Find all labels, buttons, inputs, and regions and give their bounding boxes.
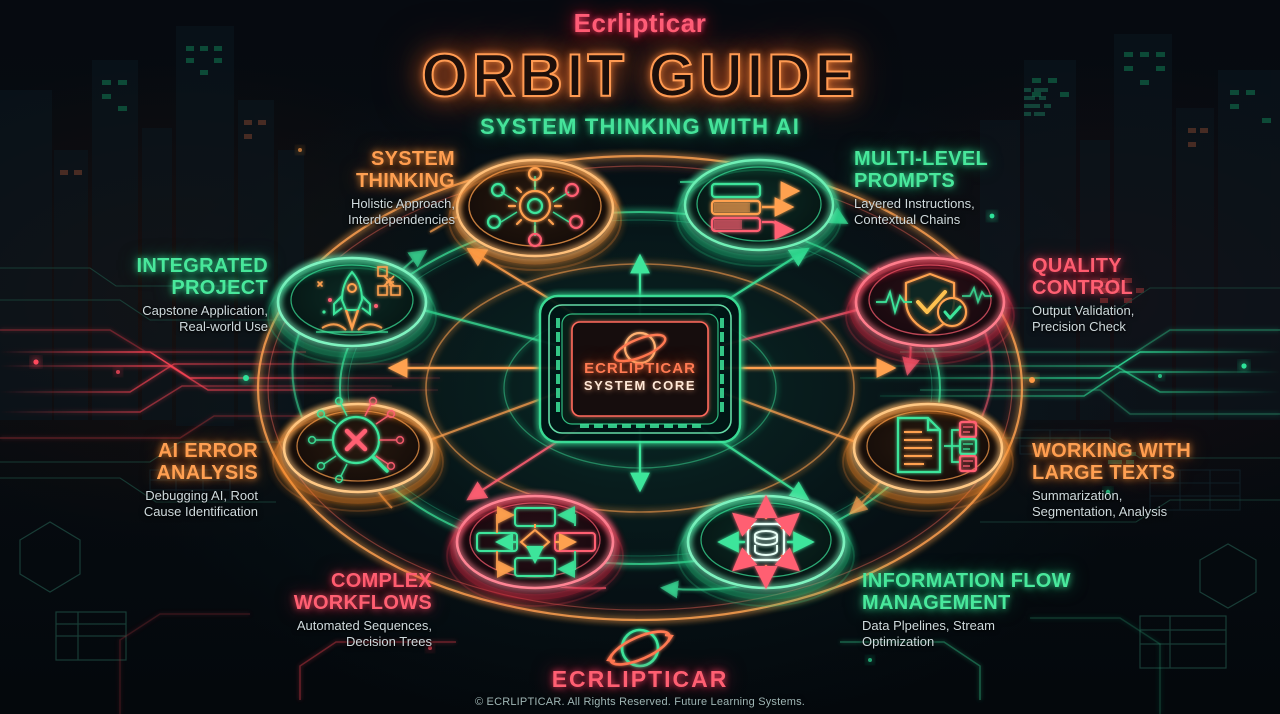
core-line-1: ECRLIPTICAR	[584, 359, 696, 377]
skyline-windows	[60, 46, 1271, 175]
core-line-2: SYSTEM CORE	[583, 377, 697, 393]
ambient-dots	[33, 148, 1247, 662]
page-title: ORBIT GUIDE	[420, 41, 859, 110]
database-arrows-icon	[717, 494, 815, 590]
footer-copyright: © ECRLIPTICAR. All Rights Reserved. Futu…	[474, 696, 806, 708]
system-core-chip[interactable]	[538, 294, 742, 444]
footer-saturn-icon	[606, 628, 674, 668]
node-quality-control[interactable]	[845, 256, 1015, 365]
pcb-traces-left-dim	[0, 267, 330, 503]
node-multi-level-prompts[interactable]	[676, 158, 842, 267]
pcb-traces-left	[0, 329, 440, 439]
bottom-traces	[119, 613, 1161, 714]
label-subtitle: Holistic Approach,Interdependencies	[348, 195, 455, 228]
shield-check-icon	[876, 272, 992, 334]
node-ai-error-analysis[interactable]	[272, 396, 444, 512]
system-core-text[interactable]: ECRLIPTICAR SYSTEM CORE	[565, 316, 715, 422]
label-subtitle: Capstone Application,Real-world Use	[142, 302, 268, 335]
label-subtitle: Layered Instructions,Contextual Chains	[854, 195, 975, 228]
node-complex-workflows[interactable]	[446, 494, 624, 607]
layered-bars-arrows-icon	[710, 181, 801, 240]
footer: ECRLIPTICAR © ECRLIPTICAR. All Rights Re…	[0, 666, 1280, 708]
document-branch-icon	[896, 416, 978, 474]
rocket-launch-icon	[316, 266, 401, 333]
page-subtitle: SYSTEM THINKING WITH AI	[479, 114, 801, 139]
flowchart-decision-icon	[476, 506, 596, 578]
pcb-traces-right-dim	[960, 287, 1280, 523]
brand-name: Ecrlipticar	[573, 8, 707, 38]
chip-pins	[556, 318, 724, 428]
node-working-with-large-texts[interactable]	[842, 402, 1014, 512]
pcb-traces-right	[860, 329, 1280, 415]
saturn-planet-icon	[613, 331, 667, 365]
magnifier-error-icon	[307, 396, 405, 484]
footer-brand: ECRLIPTICAR	[551, 666, 729, 692]
label-subtitle: Output Validation,Precision Check	[1032, 302, 1135, 335]
node-system-thinking[interactable]	[448, 158, 622, 271]
header: Ecrlipticar ORBIT GUIDE SYSTEM THINKING …	[0, 8, 1280, 140]
node-integrated-project[interactable]	[267, 256, 437, 365]
label-subtitle: Automated Sequences,Decision Trees	[296, 617, 432, 650]
data-blocks	[1024, 88, 1136, 464]
network-gear-icon	[486, 166, 584, 248]
label-subtitle: Summarization,Segmentation, Analysis	[1032, 487, 1168, 520]
node-information-flow-management[interactable]	[677, 494, 855, 607]
city-skyline	[0, 26, 1280, 426]
data-blocks-red	[1100, 278, 1144, 303]
